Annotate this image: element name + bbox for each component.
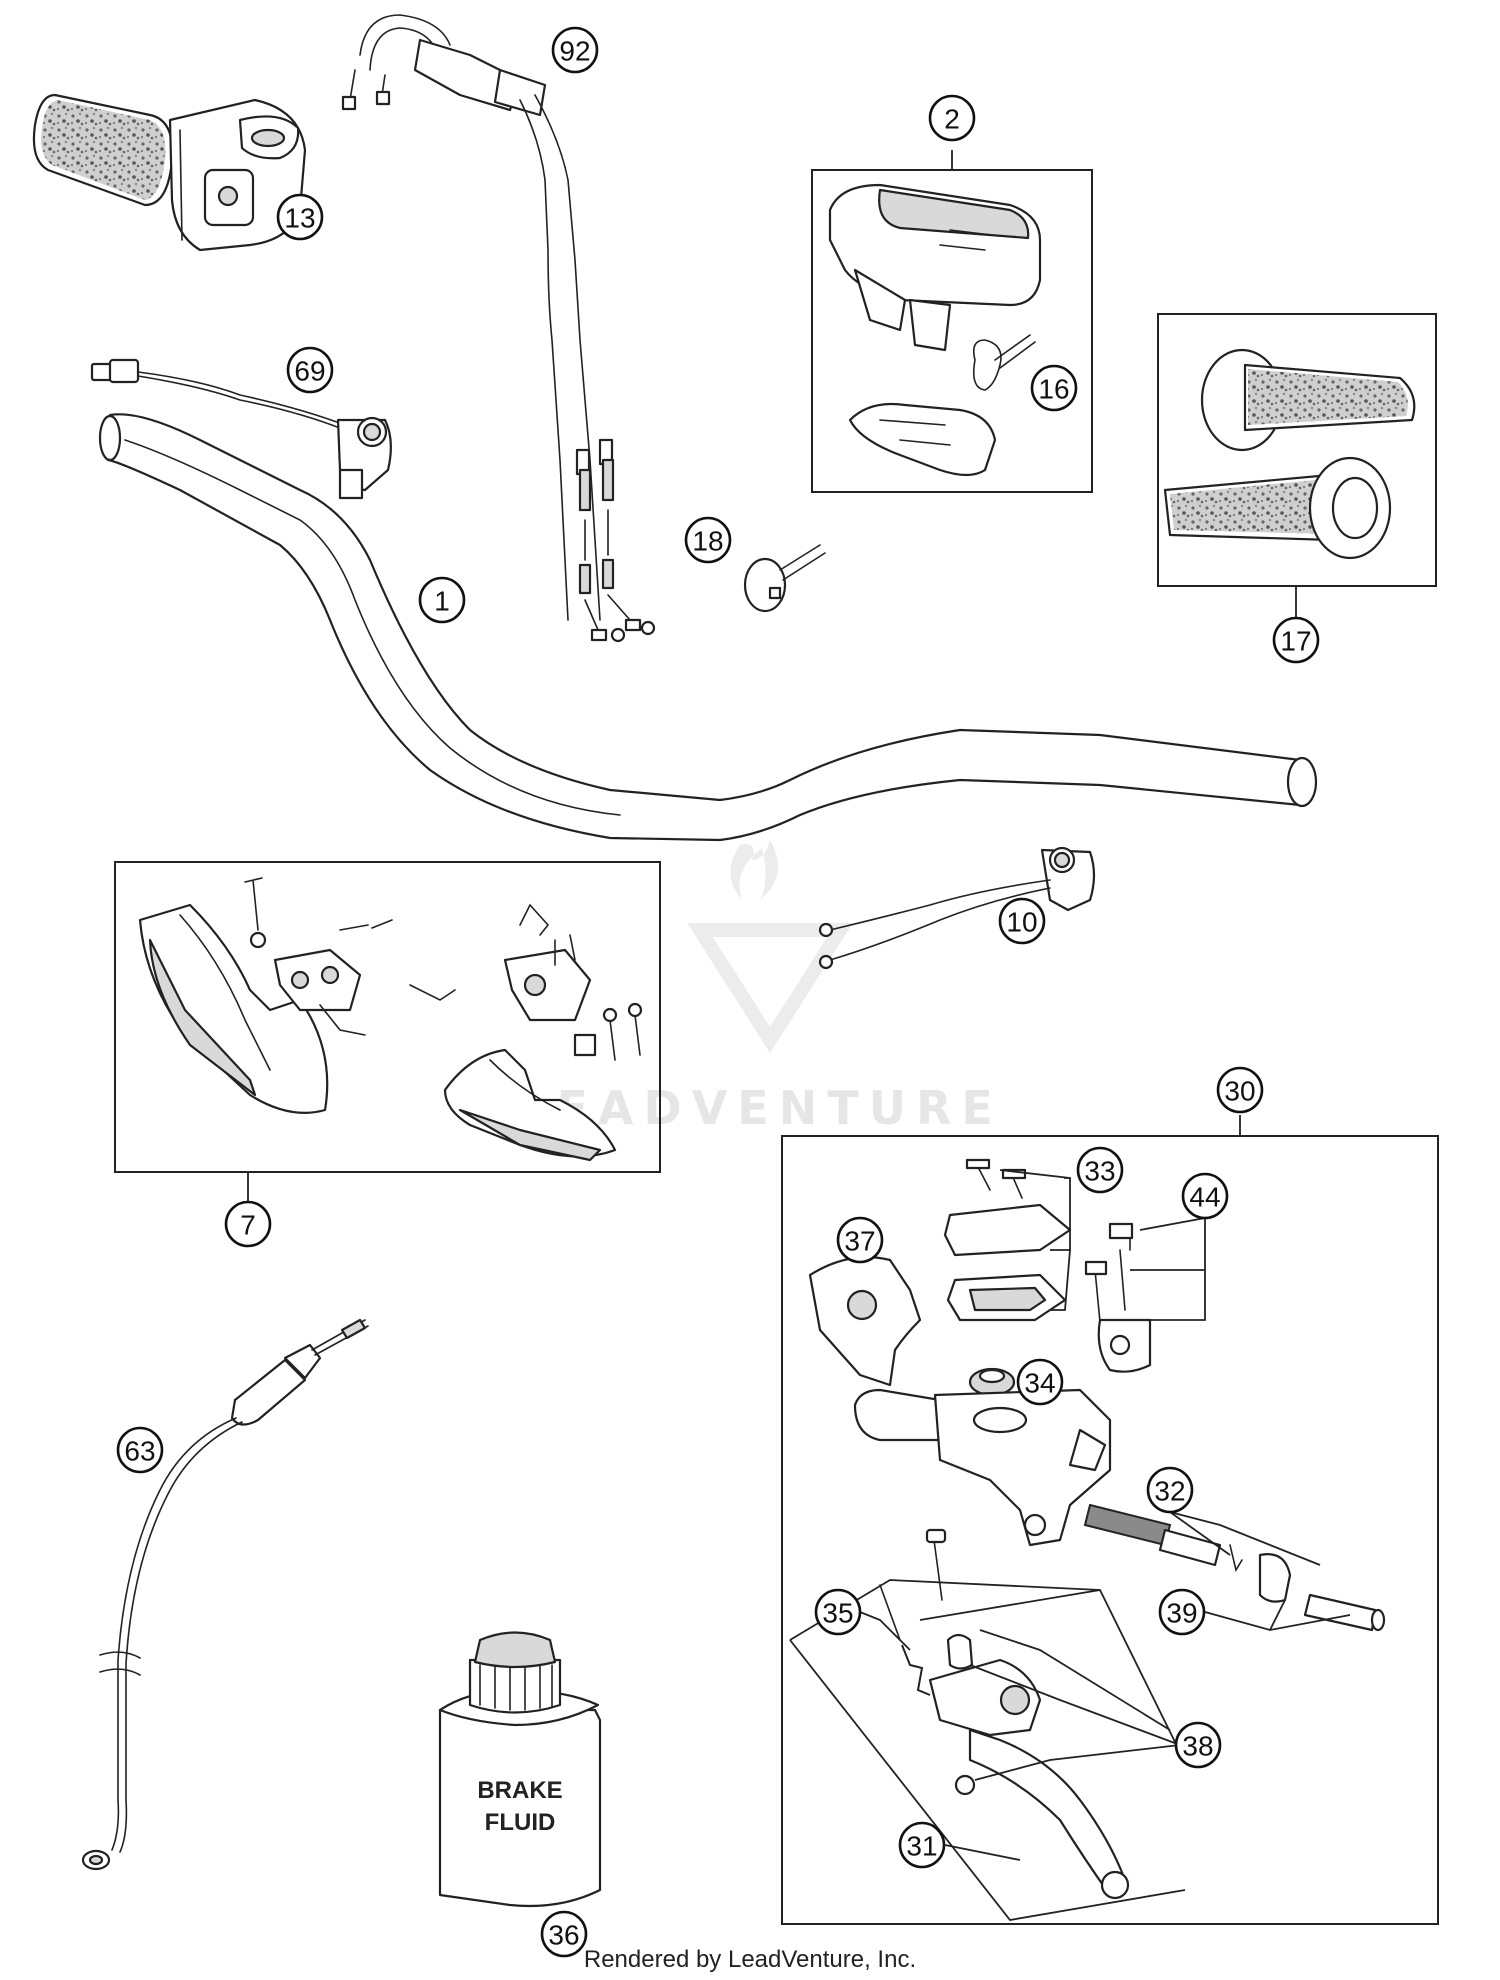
brake-fluid-bottle: BRAKE FLUID bbox=[438, 1631, 602, 1908]
throttle-grip bbox=[32, 93, 307, 252]
leadventure-watermark: LEADVENTURE bbox=[517, 840, 993, 1135]
svg-text:18: 18 bbox=[692, 526, 723, 557]
callout-7: 7 bbox=[224, 1200, 272, 1248]
svg-text:36: 36 bbox=[548, 1920, 579, 1951]
brake-fluid-label-2: FLUID bbox=[485, 1809, 556, 1836]
handguards-box bbox=[114, 861, 661, 1173]
callout-31: 31 bbox=[898, 1821, 946, 1869]
render-credit: Rendered by LeadVenture, Inc. bbox=[583, 1946, 917, 1973]
svg-text:35: 35 bbox=[822, 1598, 853, 1629]
svg-text:13: 13 bbox=[284, 203, 315, 234]
callout-32: 32 bbox=[1146, 1466, 1194, 1514]
svg-text:31: 31 bbox=[906, 1831, 937, 1862]
callout-36: 36 bbox=[540, 1910, 588, 1958]
grips-set bbox=[1157, 313, 1437, 620]
callout-92: 92 bbox=[551, 26, 599, 74]
svg-text:39: 39 bbox=[1166, 1598, 1197, 1629]
brake-fluid-label-1: BRAKE bbox=[477, 1777, 562, 1804]
handguards-kit bbox=[114, 861, 661, 1202]
svg-text:16: 16 bbox=[1038, 374, 1069, 405]
grips-box bbox=[1157, 313, 1437, 587]
callout-63: 63 bbox=[116, 1426, 164, 1474]
svg-text:33: 33 bbox=[1084, 1156, 1115, 1187]
svg-text:1: 1 bbox=[434, 586, 450, 617]
svg-text:38: 38 bbox=[1182, 1731, 1213, 1762]
svg-text:63: 63 bbox=[124, 1436, 155, 1467]
callout-30: 30 bbox=[1216, 1066, 1264, 1114]
svg-text:30: 30 bbox=[1224, 1076, 1255, 1107]
svg-text:17: 17 bbox=[1280, 626, 1311, 657]
handlebar-switch-right bbox=[818, 846, 1096, 970]
callout-10: 10 bbox=[998, 897, 1046, 945]
svg-text:44: 44 bbox=[1189, 1182, 1220, 1213]
callout-34: 34 bbox=[1016, 1358, 1064, 1406]
callout-17: 17 bbox=[1272, 616, 1320, 664]
callout-38: 38 bbox=[1174, 1721, 1222, 1769]
handlebar bbox=[98, 413, 1318, 842]
callout-35: 35 bbox=[814, 1588, 862, 1636]
callout-18: 18 bbox=[684, 516, 732, 564]
svg-text:69: 69 bbox=[294, 356, 325, 387]
handlebar-switch-left bbox=[90, 358, 392, 500]
svg-text:37: 37 bbox=[844, 1226, 875, 1257]
master-cylinder-box bbox=[781, 1135, 1439, 1925]
callout-37: 37 bbox=[836, 1216, 884, 1264]
throttle-cables bbox=[341, 14, 656, 643]
brake-switch-cable bbox=[81, 1318, 369, 1871]
svg-text:2: 2 bbox=[944, 104, 960, 135]
callout-1: 1 bbox=[418, 576, 466, 624]
svg-text:32: 32 bbox=[1154, 1476, 1185, 1507]
callout-44: 44 bbox=[1181, 1172, 1229, 1220]
brake-master-cylinder bbox=[781, 1115, 1439, 1925]
callout-2: 2 bbox=[928, 94, 976, 142]
leader-lines bbox=[789, 1169, 1351, 1921]
callout-33: 33 bbox=[1076, 1146, 1124, 1194]
cable-tie bbox=[743, 544, 826, 613]
svg-text:92: 92 bbox=[559, 36, 590, 67]
svg-text:34: 34 bbox=[1024, 1368, 1055, 1399]
callout-39: 39 bbox=[1158, 1588, 1206, 1636]
callout-13: 13 bbox=[276, 193, 324, 241]
svg-text:7: 7 bbox=[240, 1210, 256, 1241]
svg-text:10: 10 bbox=[1006, 907, 1037, 938]
callout-69: 69 bbox=[286, 346, 334, 394]
handlebar-pad-kit bbox=[811, 150, 1093, 493]
callout-16: 16 bbox=[1030, 364, 1078, 412]
